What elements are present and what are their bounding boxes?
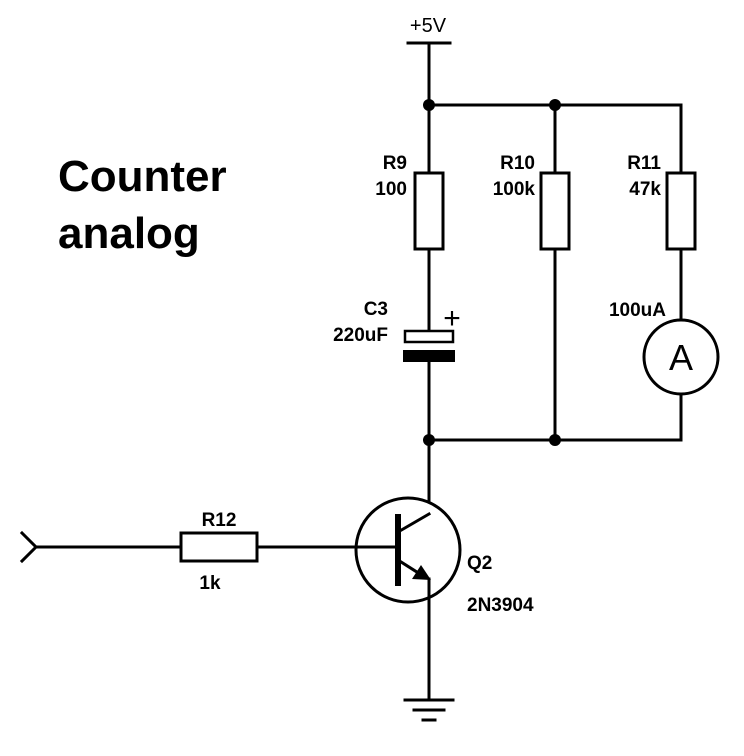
r11-value: 47k bbox=[629, 179, 661, 200]
c3-value: 220uF bbox=[333, 325, 388, 346]
npn-transistor-icon: Q2 2N3904 bbox=[354, 496, 534, 702]
polarized-capacitor-icon: + C3 220uF bbox=[333, 299, 461, 442]
r10-ref: R10 bbox=[500, 153, 535, 174]
resistor-r11: R11 47k bbox=[627, 153, 697, 324]
ammeter-icon: A 100uA bbox=[609, 300, 720, 442]
r9-value: 100 bbox=[375, 179, 407, 200]
r11-ref: R11 bbox=[627, 153, 661, 174]
resistor-r9: R9 100 bbox=[375, 153, 445, 332]
q2-part: 2N3904 bbox=[467, 595, 534, 616]
r12-ref: R12 bbox=[202, 510, 237, 531]
emitter-arrow-icon bbox=[412, 565, 431, 580]
r12-value: 1k bbox=[199, 573, 221, 594]
q2-ref: Q2 bbox=[467, 553, 492, 574]
c3-polarity: + bbox=[443, 302, 461, 335]
c3-ref: C3 bbox=[364, 299, 388, 320]
supply-rail: +5V bbox=[406, 15, 452, 175]
input-arrow-icon bbox=[19, 530, 39, 564]
resistor-r10: R10 100k bbox=[493, 153, 571, 442]
bottom-bus-wire bbox=[423, 434, 683, 516]
resistor-r12: R12 1k bbox=[19, 510, 360, 594]
top-bus-wire bbox=[423, 99, 683, 175]
r9-ref: R9 bbox=[383, 153, 407, 174]
ammeter-rating: 100uA bbox=[609, 300, 666, 321]
ammeter-symbol: A bbox=[669, 337, 693, 378]
junction-dot bbox=[423, 99, 435, 111]
title-line-2: analog bbox=[58, 209, 200, 258]
supply-label: +5V bbox=[410, 15, 447, 37]
junction-dot bbox=[549, 434, 561, 446]
r10-value: 100k bbox=[493, 179, 536, 200]
title-line-1: Counter bbox=[58, 152, 227, 201]
ground-icon bbox=[403, 698, 455, 722]
junction-dot bbox=[549, 99, 561, 111]
